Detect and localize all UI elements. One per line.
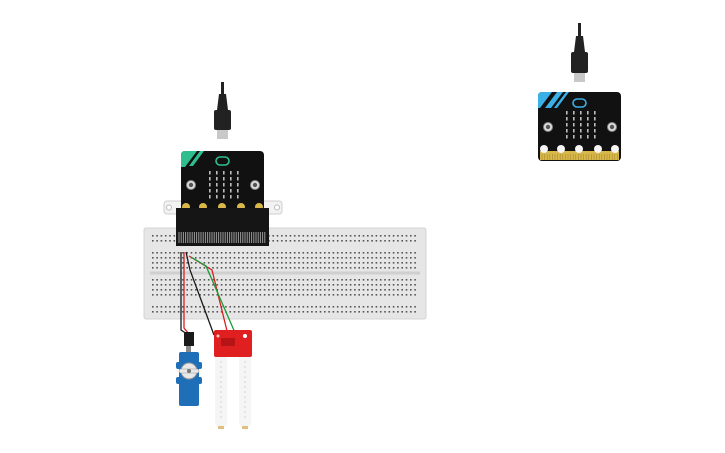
microbit-secondary[interactable] <box>538 23 621 161</box>
microbit-main[interactable] <box>163 82 283 246</box>
servo-horn-icon <box>187 369 191 373</box>
probe-traces <box>220 361 246 418</box>
edge-connector-holes <box>540 145 619 153</box>
usb-cable-main <box>214 82 231 139</box>
button-b-2[interactable] <box>607 122 617 132</box>
soil-moisture-sensor[interactable] <box>214 330 252 431</box>
led-matrix <box>209 171 239 199</box>
microbit-logo-icon <box>215 156 230 166</box>
microbit-secondary-board <box>538 92 621 161</box>
button-a[interactable] <box>186 180 196 190</box>
servo-motor[interactable] <box>176 332 202 406</box>
breadboard-holes <box>152 235 416 313</box>
button-a-2[interactable] <box>543 122 553 132</box>
usb-cable-secondary <box>571 23 588 82</box>
button-b[interactable] <box>250 180 260 190</box>
microbit-main-board <box>181 151 264 211</box>
wire-green-sensor[interactable] <box>190 256 237 336</box>
breakout-adapter-pins <box>178 232 266 243</box>
microbit-logo-icon-2 <box>572 98 587 108</box>
wire-black-sensor[interactable] <box>185 251 215 336</box>
breadboard[interactable] <box>143 227 427 320</box>
edge-connector-gold <box>540 151 619 160</box>
led-matrix-2 <box>566 111 596 139</box>
